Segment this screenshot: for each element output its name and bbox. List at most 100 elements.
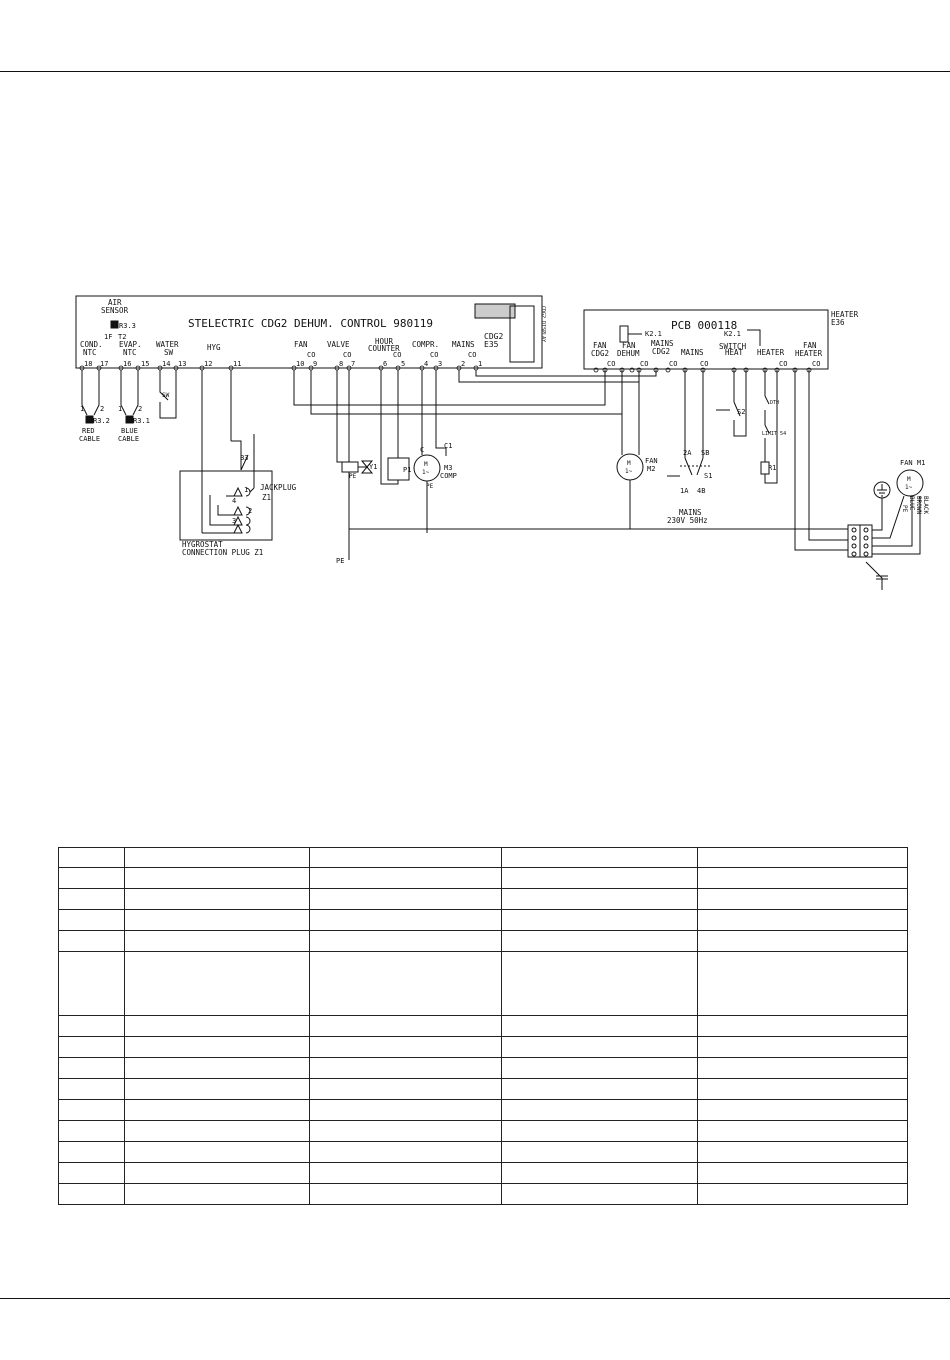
table-cell <box>58 1015 125 1037</box>
r32-label: R3.2 <box>93 417 110 425</box>
terminal-7: 7 <box>351 360 355 368</box>
table-row <box>58 951 908 1016</box>
mains-r-label: MAINS <box>681 348 704 357</box>
table-cell <box>500 1162 699 1184</box>
table-cell <box>500 867 699 889</box>
parts-table <box>58 847 908 1205</box>
mains-wires <box>458 370 657 383</box>
evap-ntc-r31 <box>125 415 134 424</box>
m3-symbol-2: 1~ <box>422 469 430 476</box>
pe-valve: PE <box>349 473 357 480</box>
hygrostat-label-2: CONNECTION PLUG Z1 <box>182 548 263 557</box>
terminal-10: 10 <box>296 360 304 368</box>
table-cell <box>697 1099 908 1121</box>
mains-cdg2-label-2: CDG2 <box>652 347 670 356</box>
table-cell <box>697 951 908 1016</box>
table-cell <box>309 888 502 910</box>
terminal-18: 18 <box>84 360 92 368</box>
table-cell <box>58 1078 125 1100</box>
compressor-m3 <box>413 370 447 533</box>
table-cell <box>309 1015 502 1037</box>
table-cell <box>309 951 502 1016</box>
terminal-12: 12 <box>204 360 212 368</box>
table-row <box>58 1162 908 1184</box>
ntc-pin-3: 1 <box>118 405 122 413</box>
table-row <box>58 1183 908 1205</box>
co-valve: CO <box>343 351 351 359</box>
terminal-14: 14 <box>162 360 170 368</box>
ntc-pin-2: 2 <box>100 405 104 413</box>
s1-2a: 2A <box>683 449 692 457</box>
table-cell <box>58 867 125 889</box>
table-row <box>58 888 908 910</box>
s2-label: S2 <box>737 408 745 416</box>
fan-heater-label: FAN <box>803 341 817 350</box>
red-cable-label: RED <box>82 427 95 435</box>
table-cell <box>309 847 502 868</box>
table-cell <box>309 909 502 931</box>
water-switch <box>159 370 177 419</box>
r31-label: R3.1 <box>133 417 150 425</box>
table-row <box>58 1141 908 1163</box>
blue-wire-label: BLUE <box>908 496 915 511</box>
table-cell <box>123 1183 311 1205</box>
table-cell <box>697 867 908 889</box>
table-row <box>58 1078 908 1100</box>
s1-sb: SB <box>701 449 709 457</box>
p1-label: P1 <box>403 466 411 474</box>
table-cell <box>697 1078 908 1100</box>
table-cell <box>58 1036 125 1058</box>
table-cell <box>697 1057 908 1079</box>
table-row <box>58 1057 908 1079</box>
table-row <box>58 867 908 889</box>
table-cell <box>309 1057 502 1079</box>
e35-label: E35 <box>484 340 499 349</box>
table-cell <box>500 1183 699 1205</box>
mains-cdg2-label: MAINS <box>651 339 674 348</box>
table-cell <box>123 930 311 952</box>
fan-dehum-label-2: DEHUM <box>617 349 640 358</box>
terminal-block <box>847 524 873 558</box>
c-label: C <box>420 446 424 454</box>
terminal-9: 9 <box>313 360 317 368</box>
table-cell <box>697 1183 908 1205</box>
cond-ntc-label-2: NTC <box>83 348 97 357</box>
s1-4b: 4B <box>697 487 705 495</box>
ntc-pin-4: 2 <box>138 405 142 413</box>
valve-label: VALVE <box>327 340 350 349</box>
dehum-title: STELECTRIC CDG2 DEHUM. CONTROL 980119 <box>188 317 433 330</box>
ntc-pin-1: 1 <box>80 405 84 413</box>
valve-y1 <box>336 370 374 474</box>
table-cell <box>309 1183 502 1205</box>
heater-r1 <box>760 370 778 484</box>
ground-icon <box>873 481 891 499</box>
table-cell <box>697 1120 908 1142</box>
compr-label: COMPR. <box>412 340 439 349</box>
tf-label: 1F <box>104 333 112 341</box>
hour-counter-label: HOUR <box>375 337 394 346</box>
table-cell <box>500 951 699 1016</box>
fan-m1 <box>865 469 924 590</box>
blue-cable-label-2: CABLE <box>118 435 139 443</box>
table-row <box>58 1120 908 1142</box>
table-cell <box>309 867 502 889</box>
table-cell <box>500 909 699 931</box>
blue-cable-label: BLUE <box>121 427 138 435</box>
air-sensor-label-2: SENSOR <box>101 306 129 315</box>
table-cell <box>58 1120 125 1142</box>
evap-ntc-label: EVAP. <box>119 340 142 349</box>
display-connector <box>474 303 516 319</box>
table-cell <box>500 847 699 868</box>
black-wire-label: BLACK <box>922 496 929 514</box>
table-cell <box>123 1099 311 1121</box>
k21-label: K2.1 <box>645 330 662 338</box>
heater-r-label: HEATER <box>757 348 785 357</box>
terminal-16: 16 <box>123 360 131 368</box>
table-cell <box>123 847 311 868</box>
table-row <box>58 1099 908 1121</box>
table-cell <box>123 909 311 931</box>
mains-supply-label-2: 230V 50Hz <box>667 516 708 525</box>
pe-ground-label: PE <box>336 557 344 565</box>
hour-counter-label-2: COUNTER <box>368 344 400 353</box>
jack-pin-2: 2 <box>248 507 252 515</box>
